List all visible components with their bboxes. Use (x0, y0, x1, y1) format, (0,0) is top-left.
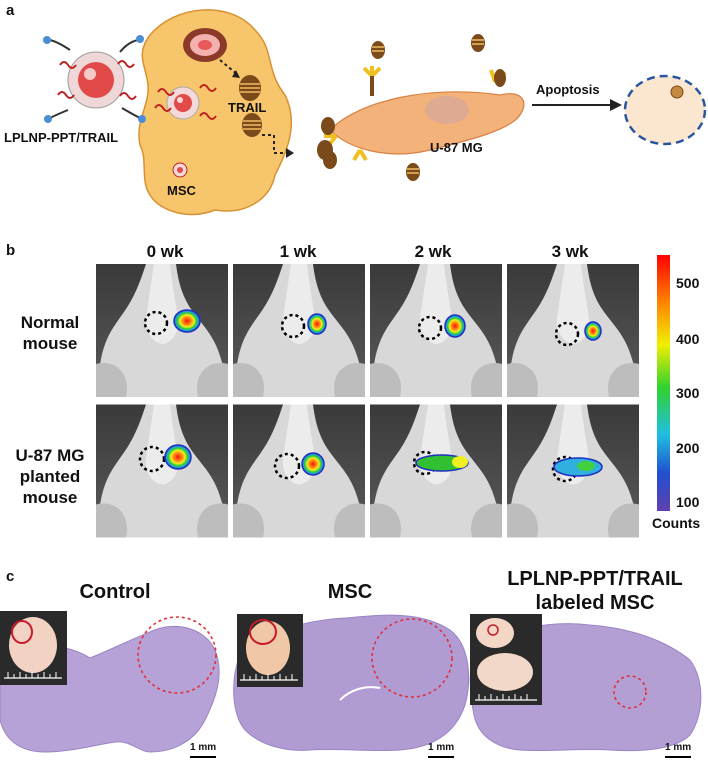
image-tumor-2wk (370, 404, 502, 538)
colorbar-tick-300: 300 (676, 385, 700, 401)
brain-photo-control (0, 611, 67, 685)
trail-label: TRAIL (228, 100, 267, 115)
image-tumor-3wk (507, 404, 639, 538)
colorbar-tick-200: 200 (676, 440, 700, 456)
column-label-1wk: 1 wk (279, 242, 317, 261)
apoptotic-cell (623, 74, 707, 146)
msc-label: MSC (167, 183, 196, 198)
brain-photo-labeled-msc (470, 614, 542, 705)
colorbar-tick-400: 400 (676, 331, 700, 347)
nanoparticle-icon (43, 35, 146, 123)
panel-a-letter: a (6, 2, 15, 19)
panel-c-letter: c (6, 568, 15, 585)
colorbar-tick-500: 500 (676, 275, 700, 291)
tumor-cell (329, 91, 525, 155)
apoptosis-label: Apoptosis (536, 82, 600, 97)
image-tumor-1wk (233, 404, 365, 538)
colorbar-unit-label: Counts (652, 515, 701, 531)
target-cell-label: U-87 MG (430, 140, 483, 155)
title-control: Control (79, 581, 151, 603)
column-label-0wk: 0 wk (146, 242, 184, 261)
column-label-3wk: 3 wk (551, 242, 589, 261)
row-label-tumor: U-87 MG planted mouse (15, 446, 85, 507)
image-normal-0wk (96, 264, 228, 397)
panel-a-illustration (43, 9, 707, 216)
image-tumor-0wk (96, 404, 228, 538)
title-msc: MSC (327, 581, 373, 603)
panel-b-letter: b (6, 242, 16, 259)
trail-protein-icon (239, 75, 261, 101)
image-normal-1wk (233, 264, 365, 397)
nanoparticle-label: LPLNP-PPT/TRAIL (4, 130, 119, 145)
brain-photo-msc (237, 614, 303, 687)
colorbar-tick-100: 100 (676, 494, 700, 510)
image-normal-3wk (507, 264, 639, 397)
image-normal-2wk (370, 264, 502, 397)
scale-label-msc: 1 mm (428, 742, 455, 753)
colorbar (657, 255, 670, 511)
title-labeled-msc-line1: LPLNP-PPT/TRAIL (507, 568, 683, 590)
title-labeled-msc-line2: labeled MSC (535, 592, 655, 614)
receptor-icon (362, 66, 382, 96)
scale-label-labeled-msc: 1 mm (665, 742, 692, 753)
row-label-normal: Normal mouse (20, 313, 80, 353)
scale-label-control: 1 mm (190, 742, 217, 753)
mouse-imaging-grid (96, 255, 670, 538)
column-label-2wk: 2 wk (414, 242, 452, 261)
